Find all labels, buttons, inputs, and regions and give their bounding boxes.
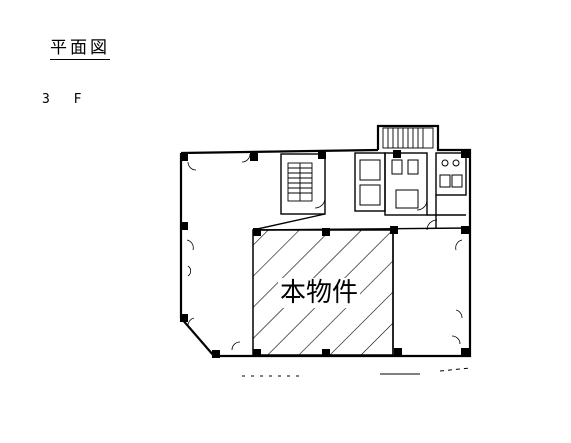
door-swings bbox=[186, 153, 463, 351]
floor-label: 3 F bbox=[42, 92, 90, 107]
outer-wall bbox=[179, 124, 472, 358]
plan-title: 平面図 bbox=[50, 38, 110, 60]
fixtures bbox=[359, 159, 463, 209]
site-lines bbox=[242, 367, 471, 377]
interior-walls bbox=[252, 152, 471, 355]
columns bbox=[180, 150, 469, 358]
stairs bbox=[287, 127, 434, 202]
subject-property-label: 本物件 bbox=[278, 278, 361, 308]
